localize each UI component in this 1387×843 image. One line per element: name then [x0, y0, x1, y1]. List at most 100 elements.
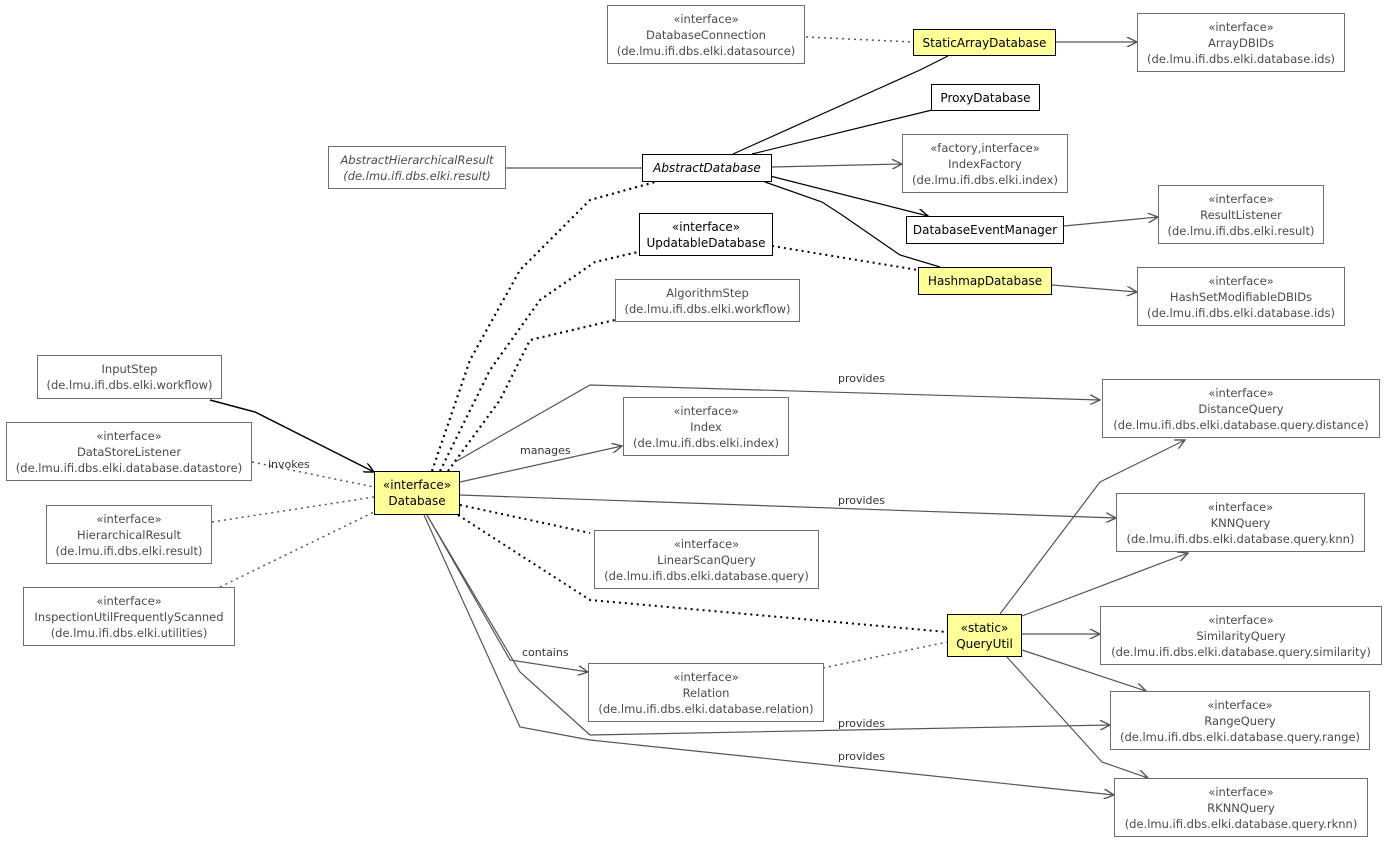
edge-label-provides-distance: provides — [838, 372, 885, 385]
node-updatable-database[interactable]: «interface» UpdatableDatabase — [639, 213, 773, 256]
node-array-dbids[interactable]: «interface» ArrayDBIDs (de.lmu.ifi.dbs.e… — [1137, 13, 1345, 72]
edge-query-util-to-distance-query — [999, 440, 1185, 615]
node-line: RangeQuery — [1204, 713, 1276, 728]
node-relation[interactable]: «interface» Relation (de.lmu.ifi.dbs.elk… — [588, 663, 824, 722]
node-line: (de.lmu.ifi.dbs.elki.database.query.rknn… — [1124, 816, 1358, 831]
node-line: AbstractHierarchicalResult — [340, 152, 494, 167]
node-line: (de.lmu.ifi.dbs.elki.result) — [343, 168, 491, 183]
node-line: DataStoreListener — [76, 444, 182, 459]
node-result-listener[interactable]: «interface» ResultListener (de.lmu.ifi.d… — [1158, 185, 1324, 244]
edge-abstract-db-to-event-manager — [769, 175, 928, 216]
edge-database-provides-range-query — [426, 514, 1110, 736]
node-line: (de.lmu.ifi.dbs.elki.result) — [55, 543, 203, 558]
edge-label-invokes: invokes — [268, 458, 310, 471]
node-query-util[interactable]: «static» QueryUtil — [947, 614, 1022, 657]
node-line: ProxyDatabase — [940, 90, 1031, 105]
node-database-connection[interactable]: «interface» DatabaseConnection (de.lmu.i… — [607, 5, 805, 64]
node-line: QueryUtil — [956, 636, 1013, 651]
node-abstract-database[interactable]: AbstractDatabase — [642, 154, 772, 182]
node-line: «interface» — [1208, 191, 1274, 206]
node-algorithm-step[interactable]: AlgorithmStep (de.lmu.ifi.dbs.elki.workf… — [615, 279, 800, 322]
node-hashset-modifiable-dbids[interactable]: «interface» HashSetModifiableDBIDs (de.l… — [1137, 267, 1345, 326]
edge-relation-to-query-util — [822, 641, 948, 669]
edge-label-provides-range: provides — [838, 717, 885, 730]
node-line: DatabaseConnection — [646, 27, 766, 42]
node-line: SimilarityQuery — [1196, 628, 1286, 643]
edge-updatable-to-hashmap — [771, 245, 919, 271]
node-line: UpdatableDatabase — [646, 235, 766, 250]
node-line: «interface» — [1208, 612, 1274, 627]
node-inspection-util[interactable]: «interface» InspectionUtilFrequentlyScan… — [23, 587, 235, 646]
node-distance-query[interactable]: «interface» DistanceQuery (de.lmu.ifi.db… — [1102, 379, 1380, 438]
node-line: HierarchicalResult — [76, 527, 182, 542]
node-line: «interface» — [673, 403, 739, 418]
node-rknn-query[interactable]: «interface» RKNNQuery (de.lmu.ifi.dbs.el… — [1114, 778, 1368, 837]
node-line: «interface» — [1208, 784, 1274, 799]
node-hashmap-database[interactable]: HashmapDatabase — [918, 267, 1052, 295]
node-line: «interface» — [673, 669, 739, 684]
node-hierarchical-result[interactable]: «interface» HierarchicalResult (de.lmu.i… — [46, 505, 212, 564]
node-line: AbstractDatabase — [653, 161, 761, 175]
node-index-factory[interactable]: «factory,interface» IndexFactory (de.lmu… — [902, 134, 1068, 193]
edge-label-contains: contains — [522, 646, 569, 659]
edge-abstract-db-to-hashmap — [764, 181, 941, 268]
node-line: «interface» — [1208, 385, 1274, 400]
node-line: «interface» — [96, 428, 162, 443]
node-database-event-manager[interactable]: DatabaseEventManager — [906, 216, 1064, 244]
node-database[interactable]: «interface» Database — [374, 471, 460, 515]
edge-hierarchical-result-to-database — [211, 496, 375, 523]
node-line: ResultListener — [1200, 207, 1282, 222]
node-line: (de.lmu.ifi.dbs.elki.database.query) — [604, 568, 809, 583]
node-line: (de.lmu.ifi.dbs.elki.database.relation) — [598, 701, 814, 716]
node-line: (de.lmu.ifi.dbs.elki.database.datastore) — [15, 460, 243, 475]
node-line: LinearScanQuery — [657, 552, 756, 567]
edge-database-contains-relation — [426, 514, 588, 672]
edge-input-step-to-database — [209, 399, 374, 472]
node-proxy-database[interactable]: ProxyDatabase — [931, 84, 1040, 111]
node-input-step[interactable]: InputStep (de.lmu.ifi.dbs.elki.workflow) — [37, 355, 222, 399]
node-linear-scan-query[interactable]: «interface» LinearScanQuery (de.lmu.ifi.… — [594, 530, 819, 589]
edge-database-provides-rknn-query — [423, 514, 1114, 795]
node-line: ArrayDBIDs — [1208, 35, 1274, 50]
node-line: «static» — [960, 620, 1009, 635]
node-line: (de.lmu.ifi.dbs.elki.database.ids) — [1147, 305, 1335, 320]
node-line: (de.lmu.ifi.dbs.elki.database.query.dist… — [1113, 417, 1369, 432]
node-line: (de.lmu.ifi.dbs.elki.utilities) — [50, 625, 208, 640]
node-data-store-listener[interactable]: «interface» DataStoreListener (de.lmu.if… — [6, 422, 252, 481]
node-line: AlgorithmStep — [666, 285, 749, 300]
node-line: «interface» — [673, 11, 739, 26]
node-index[interactable]: «interface» Index (de.lmu.ifi.dbs.elki.i… — [623, 397, 789, 456]
node-line: RKNNQuery — [1207, 800, 1275, 815]
node-line: DistanceQuery — [1198, 401, 1284, 416]
node-static-array-database[interactable]: StaticArrayDatabase — [913, 29, 1056, 56]
node-line: KNNQuery — [1210, 515, 1271, 530]
node-line: InputStep — [101, 362, 158, 376]
node-line: (de.lmu.ifi.dbs.elki.index) — [633, 435, 779, 450]
node-knn-query[interactable]: «interface» KNNQuery (de.lmu.ifi.dbs.elk… — [1116, 493, 1365, 552]
node-line: Index — [690, 419, 722, 434]
edge-abstract-db-to-static-array — [732, 55, 949, 155]
edge-label-provides-rknn: provides — [838, 750, 885, 763]
node-line: «interface» — [96, 511, 162, 526]
edge-database-to-algorithm-step — [447, 318, 616, 472]
node-line: «interface» — [382, 478, 452, 492]
node-line: «interface» — [673, 536, 740, 551]
node-range-query[interactable]: «interface» RangeQuery (de.lmu.ifi.dbs.e… — [1110, 691, 1370, 750]
edge-database-provides-knn-query — [459, 494, 1116, 518]
edge-database-to-linear-scan — [459, 504, 591, 534]
edge-query-util-to-knn-query — [1021, 553, 1188, 617]
node-line: StaticArrayDatabase — [922, 35, 1047, 50]
edge-inspection-util-to-database — [219, 511, 375, 588]
node-line: (de.lmu.ifi.dbs.elki.database.query.knn) — [1126, 531, 1355, 546]
node-line: (de.lmu.ifi.dbs.elki.database.query.simi… — [1111, 644, 1371, 659]
edge-database-provides-distance-query — [454, 384, 1100, 463]
node-similarity-query[interactable]: «interface» SimilarityQuery (de.lmu.ifi.… — [1100, 606, 1382, 665]
node-line: (de.lmu.ifi.dbs.elki.database.ids) — [1147, 51, 1335, 66]
edge-database-manages-index — [459, 446, 622, 483]
edge-hashmap-to-hashset — [1051, 284, 1137, 292]
node-abstract-hierarchical-result[interactable]: AbstractHierarchicalResult (de.lmu.ifi.d… — [328, 146, 506, 189]
edge-query-util-to-range-query — [1021, 649, 1146, 691]
node-line: (de.lmu.ifi.dbs.elki.workflow) — [624, 301, 791, 316]
node-line: «factory,interface» — [930, 140, 1040, 155]
node-line: (de.lmu.ifi.dbs.elki.database.query.rang… — [1119, 729, 1361, 744]
